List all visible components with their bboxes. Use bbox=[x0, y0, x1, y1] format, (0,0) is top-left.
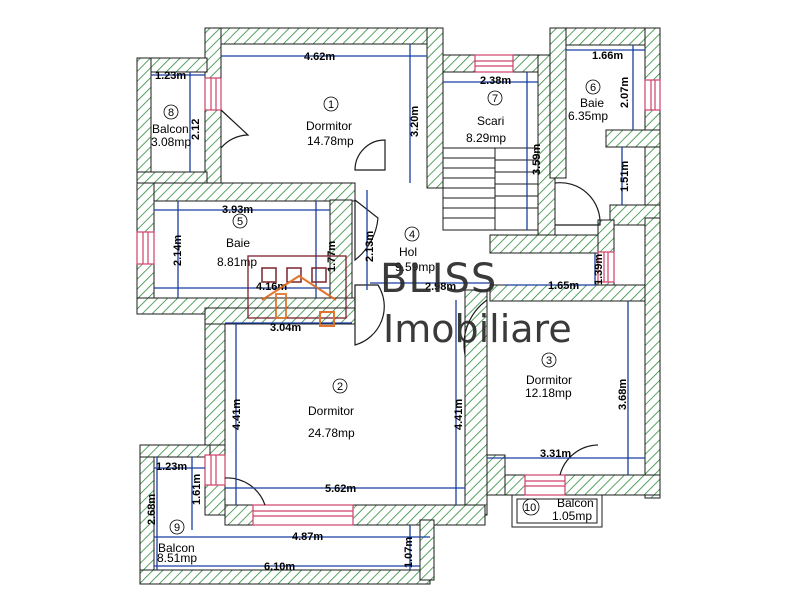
dim-5-62: 5.62m bbox=[325, 483, 356, 495]
svg-text:Dormitor: Dormitor bbox=[526, 373, 572, 387]
svg-text:3: 3 bbox=[546, 355, 552, 367]
dim-1-65: 1.65m bbox=[548, 280, 579, 292]
dim-2-98: 2.98m bbox=[425, 281, 456, 293]
room-6-label: 6 Baie 6.35mp bbox=[568, 79, 608, 123]
svg-text:1: 1 bbox=[328, 99, 334, 111]
room-2-label: 2 Dormitor 24.78mp bbox=[308, 378, 355, 440]
svg-text:10: 10 bbox=[524, 502, 536, 514]
dim-1-51: 1.51m bbox=[619, 161, 631, 192]
logo-window-orange bbox=[319, 311, 335, 327]
dim-4-41-right: 4.41m bbox=[453, 399, 465, 430]
dim-1-07: 1.07m bbox=[403, 537, 415, 568]
svg-text:Balcon: Balcon bbox=[158, 541, 195, 555]
svg-text:4: 4 bbox=[409, 229, 415, 241]
svg-text:Balcon: Balcon bbox=[152, 122, 189, 136]
dim-2-68: 2.68m bbox=[146, 494, 158, 525]
dim-1-39: 1.39m bbox=[593, 254, 605, 285]
dim-2-12: 2.12 bbox=[190, 119, 202, 140]
room-5-label: 5 Baie 8.81mp bbox=[217, 213, 257, 269]
dim-2-13: 2.13m bbox=[364, 231, 376, 262]
dim-2-07: 2.07m bbox=[619, 77, 631, 108]
dim-4-62: 4.62m bbox=[304, 51, 335, 63]
svg-text:Baie: Baie bbox=[580, 96, 604, 110]
room-4-label: 4 Hol 9.59mp bbox=[395, 226, 435, 274]
svg-text:Baie: Baie bbox=[226, 236, 250, 250]
logo-window-1 bbox=[261, 267, 277, 283]
dimension-lines bbox=[151, 44, 645, 570]
dim-3-04: 3.04m bbox=[270, 322, 301, 334]
doors bbox=[220, 109, 601, 506]
dim-3-59: 3.59m bbox=[531, 144, 543, 175]
svg-text:Hol: Hol bbox=[399, 245, 417, 259]
svg-text:9.59mp: 9.59mp bbox=[395, 260, 435, 274]
svg-text:8.51mp: 8.51mp bbox=[157, 551, 197, 565]
dimension-labels: 4.62m 3.20m 1.23m 2.12 2.38m 3.59m 1.66m… bbox=[146, 50, 631, 573]
svg-text:1.05mp: 1.05mp bbox=[552, 509, 592, 523]
logo-frame bbox=[247, 255, 347, 319]
dim-4-87: 4.87m bbox=[292, 531, 323, 543]
svg-text:12.18mp: 12.18mp bbox=[525, 386, 572, 400]
dim-3-31: 3.31m bbox=[540, 448, 571, 460]
dim-1-61: 1.61m bbox=[191, 474, 203, 505]
bliss-logo: BLISS Imobiliare bbox=[247, 255, 572, 351]
dim-3-20: 3.20m bbox=[409, 106, 421, 137]
svg-text:7: 7 bbox=[492, 93, 498, 105]
room-3-label: 3 Dormitor 12.18mp bbox=[525, 352, 572, 400]
room-8-label: 8 Balcon 3.08mp bbox=[151, 104, 191, 149]
dim-3-68: 3.68m bbox=[617, 379, 629, 410]
dim-1-23-bottom: 1.23m bbox=[156, 461, 187, 473]
stairs bbox=[442, 147, 539, 231]
room-labels: 1 Dormitor 14.78mp 2 Dormitor 24.78mp 3 … bbox=[151, 79, 608, 565]
room-10-label: 10 Balcon 1.05mp bbox=[522, 496, 594, 523]
dim-2-38: 2.38m bbox=[480, 75, 511, 87]
dim-4-41-left: 4.41m bbox=[231, 399, 243, 430]
svg-text:Dormitor: Dormitor bbox=[306, 119, 352, 133]
room-7-label: 7 Scari 8.29mp bbox=[466, 90, 506, 145]
svg-text:8.81mp: 8.81mp bbox=[217, 255, 257, 269]
dim-2-14: 2.14m bbox=[172, 235, 184, 266]
svg-text:Scari: Scari bbox=[477, 114, 504, 128]
svg-text:3.08mp: 3.08mp bbox=[151, 135, 191, 149]
svg-text:2: 2 bbox=[337, 381, 343, 393]
logo-brand-bottom: Imobiliare bbox=[383, 307, 572, 351]
windows bbox=[136, 54, 661, 526]
svg-text:Dormitor: Dormitor bbox=[308, 404, 354, 418]
logo-door-left bbox=[275, 293, 287, 319]
svg-text:8.29mp: 8.29mp bbox=[466, 131, 506, 145]
dim-6-10: 6.10m bbox=[264, 561, 295, 573]
room-1-label: 1 Dormitor 14.78mp bbox=[306, 96, 354, 148]
dim-3-93: 3.93m bbox=[222, 204, 253, 216]
svg-text:6: 6 bbox=[590, 82, 596, 94]
room-9-label: 9 Balcon 8.51mp bbox=[157, 519, 197, 565]
svg-text:6.35mp: 6.35mp bbox=[568, 109, 608, 123]
svg-text:24.78mp: 24.78mp bbox=[308, 426, 355, 440]
logo-roof bbox=[261, 274, 337, 301]
logo-window-2 bbox=[286, 267, 302, 283]
dim-4-16: 4.16m bbox=[256, 281, 287, 293]
svg-text:5: 5 bbox=[237, 216, 243, 228]
svg-text:Balcon: Balcon bbox=[557, 496, 594, 510]
logo-brand-top: BLISS bbox=[380, 256, 497, 302]
dim-1-66: 1.66m bbox=[592, 50, 623, 62]
svg-text:14.78mp: 14.78mp bbox=[307, 134, 354, 148]
dim-1-23-top: 1.23m bbox=[155, 70, 186, 82]
svg-text:8: 8 bbox=[168, 107, 174, 119]
svg-text:9: 9 bbox=[174, 522, 180, 534]
logo-window-3 bbox=[311, 267, 327, 283]
walls bbox=[136, 27, 661, 585]
